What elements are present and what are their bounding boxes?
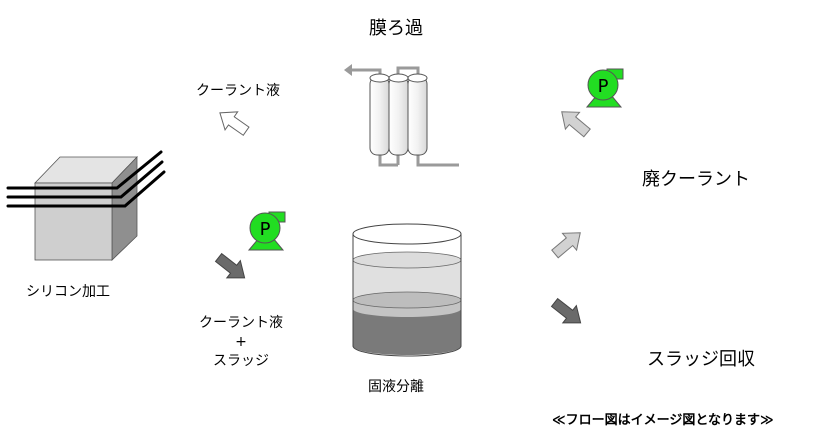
sludge-recovery-label: スラッジ回収: [647, 349, 755, 370]
coolant-label: クーラント液: [196, 83, 280, 99]
arrow-icon: [561, 111, 591, 138]
arrow-icon: [219, 111, 250, 136]
svg-text:P: P: [598, 76, 609, 97]
arrow-icon: [214, 252, 246, 279]
coolant-sludge-line3: スラッジ: [213, 353, 269, 369]
membrane-filter-icon: [344, 64, 459, 167]
svg-text:P: P: [260, 219, 271, 240]
solid-liquid-separation-label: 固液分離: [368, 379, 424, 395]
silicon-block-icon: [6, 150, 166, 261]
pump-icon: P: [247, 211, 286, 251]
waste-coolant-label: 廃クーラント: [642, 169, 750, 190]
coolant-sludge-line2: +: [235, 334, 247, 350]
pump-icon: P: [585, 68, 624, 108]
arrow-icon: [550, 297, 582, 324]
coolant-sludge-line1: クーラント液: [199, 315, 283, 331]
footnote: ≪フロー図はイメージ図となります≫: [552, 413, 774, 428]
membrane-filtration-label: 膜ろ過: [369, 18, 423, 39]
arrow-icon: [551, 232, 581, 259]
settling-tank-icon: [352, 223, 462, 357]
coolant-sludge-label: クーラント液 + スラッジ: [191, 314, 291, 371]
silicon-processing-label: シリコン加工: [26, 284, 110, 300]
